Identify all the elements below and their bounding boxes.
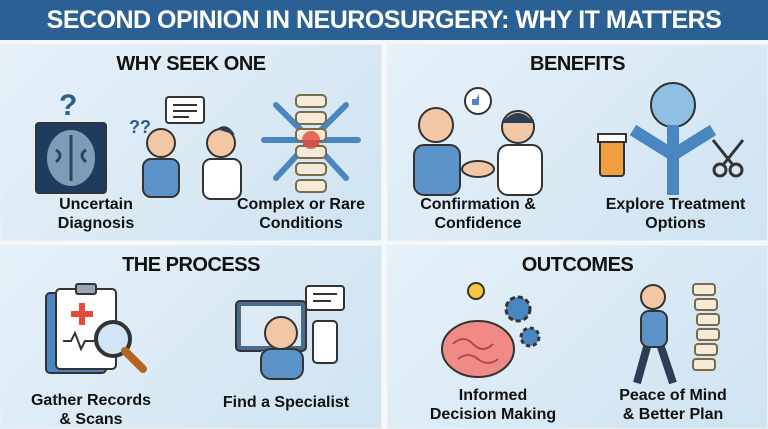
panel-title: BENEFITS bbox=[530, 53, 625, 75]
panel-outcomes: OUTCOMES Informed Decision Making Peace … bbox=[387, 245, 768, 429]
handshake-icon bbox=[413, 87, 543, 196]
computer-specialist-icon bbox=[235, 285, 345, 380]
panel-benefits: BENEFITS Confirmation & Confidence Explo… bbox=[387, 44, 768, 241]
panel-why-seek-one: WHY SEEK ONE ? ?? Uncertain Diagnosis Co… bbox=[0, 44, 382, 241]
svg-text:??: ?? bbox=[129, 117, 151, 137]
panel-the-process: THE PROCESS Gather Records & Scans Find … bbox=[0, 245, 382, 429]
brain-scan-icon: ? ?? bbox=[35, 89, 242, 200]
page-title: SECOND OPINION IN NEUROSURGERY: WHY IT M… bbox=[0, 0, 768, 40]
spine-icon bbox=[261, 94, 361, 193]
brain-gears-icon bbox=[441, 282, 541, 378]
branching-arrows-icon bbox=[597, 82, 745, 195]
clipboard-magnifier-icon bbox=[45, 283, 147, 374]
panel-title: OUTCOMES bbox=[521, 254, 634, 276]
panel-title: THE PROCESS bbox=[122, 254, 260, 276]
svg-text:?: ? bbox=[59, 89, 77, 122]
panel-title: WHY SEEK ONE bbox=[116, 53, 266, 75]
walking-person-spine-icon bbox=[633, 283, 720, 385]
